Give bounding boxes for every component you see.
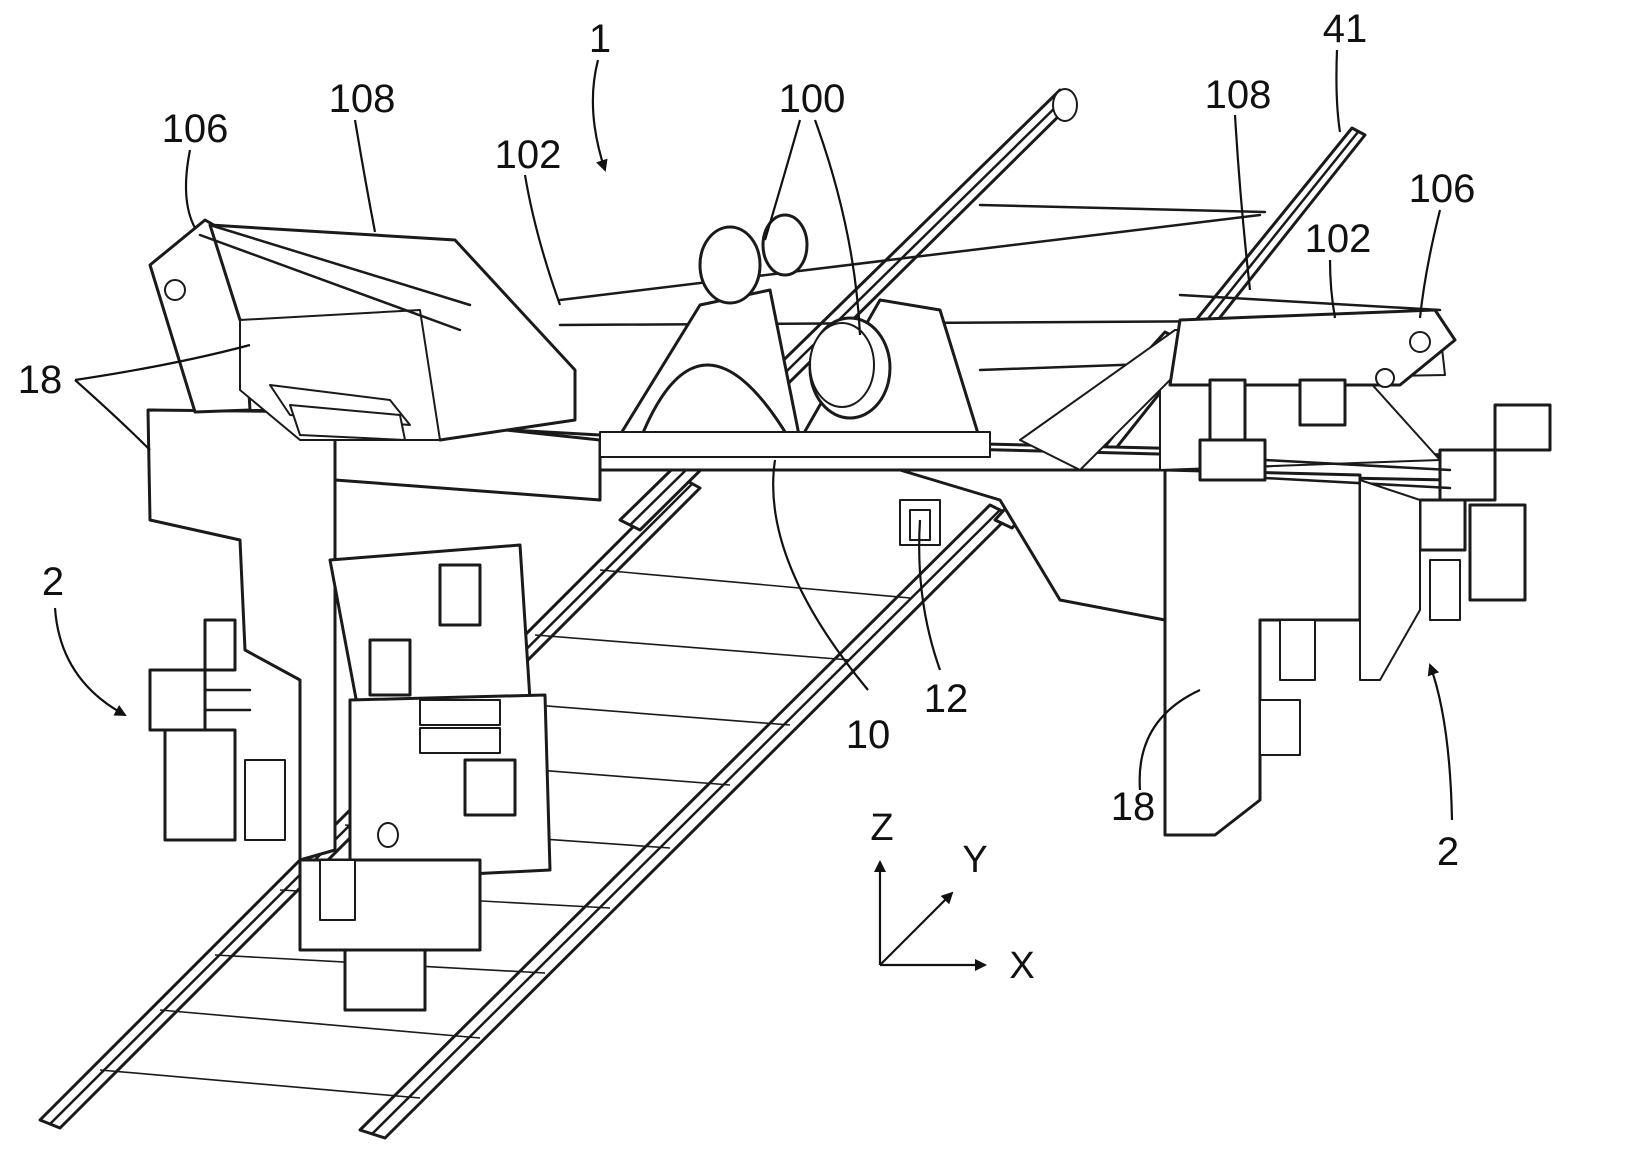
axis-label-y: Y xyxy=(962,839,987,881)
axis-label-x: X xyxy=(1009,945,1034,987)
label-2-left: 2 xyxy=(42,560,64,604)
trunnion-rollers-100 xyxy=(698,213,892,420)
axis-label-z: Z xyxy=(870,807,893,849)
label-10: 10 xyxy=(846,713,891,757)
y-axis-arrow xyxy=(879,891,954,966)
right-arm-assembly xyxy=(1168,293,1457,388)
label-1: 1 xyxy=(589,17,611,61)
left-motor-units xyxy=(148,618,286,842)
label-41: 41 xyxy=(1323,7,1368,51)
label-106-right: 106 xyxy=(1409,167,1476,211)
label-18-left: 18 xyxy=(18,358,63,402)
under-carriage-drive xyxy=(298,543,552,1012)
centre-saddle-10 xyxy=(599,288,991,458)
label-12: 12 xyxy=(924,677,969,721)
right-motor-units xyxy=(1198,378,1552,756)
reference-numerals: 1 41 100 102 102 106 106 108 108 18 18 2… xyxy=(18,7,1476,874)
label-108-left: 108 xyxy=(329,77,396,121)
label-18-right: 18 xyxy=(1111,785,1156,829)
label-102-right: 102 xyxy=(1305,217,1372,261)
coordinate-axes: Z Y X xyxy=(870,807,1034,987)
label-108-right: 108 xyxy=(1205,73,1272,117)
leader-lines xyxy=(53,49,1454,821)
label-2-right: 2 xyxy=(1437,830,1459,874)
label-102-left: 102 xyxy=(495,133,562,177)
label-106-left: 106 xyxy=(162,107,229,151)
label-100: 100 xyxy=(779,77,846,121)
left-arm-assembly xyxy=(148,218,577,442)
